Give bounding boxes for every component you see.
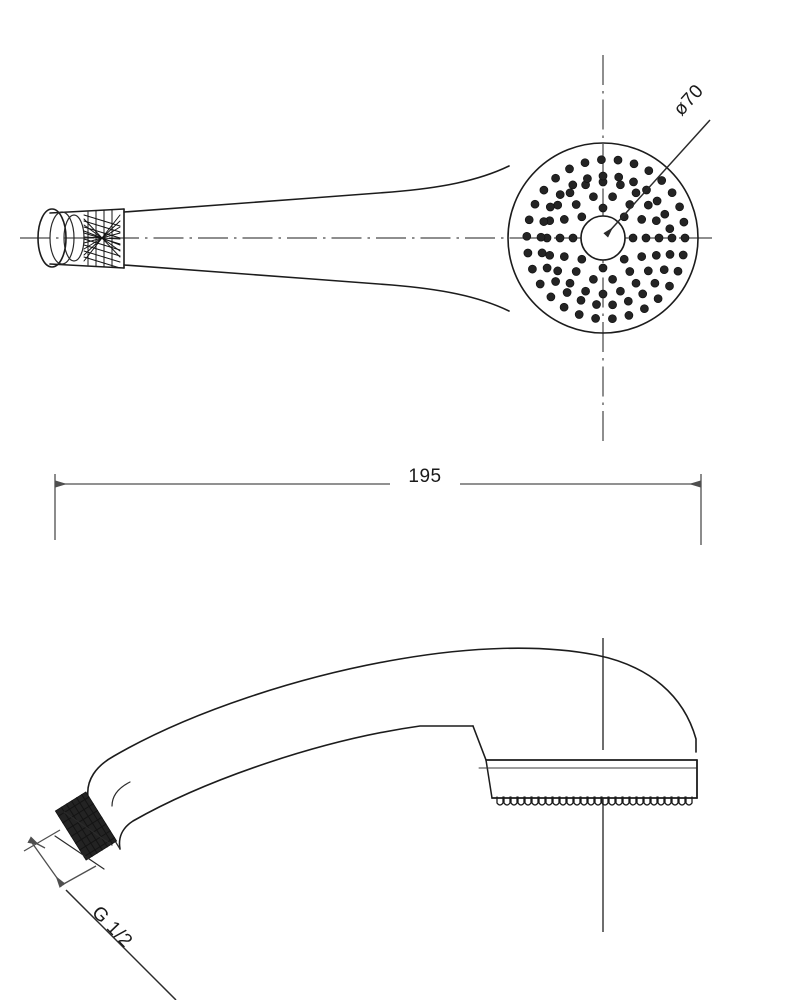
dimension-diameter-label: ø70 [670, 81, 709, 121]
dimension-diameter-leader [603, 119, 711, 238]
side-view-nozzle-teeth [496, 796, 693, 806]
top-view-handle-body [123, 165, 510, 312]
top-view-center-hub [580, 215, 626, 261]
top-view-thread-hatching [83, 209, 121, 269]
thread-dimension-arrow-upper [27, 836, 46, 849]
side-view-spray-face [478, 759, 698, 806]
thread-dimension-extension-upper [23, 829, 61, 852]
thread-size-dimension [23, 829, 177, 1000]
side-view-body-outline [87, 647, 697, 850]
side-view-threaded-inlet [54, 791, 118, 870]
thread-size-label: G 1/2 [87, 902, 136, 952]
top-view-nozzle-holes [522, 155, 690, 324]
thread-dimension-arrow-lower [29, 839, 66, 888]
top-view: ø70 [20, 55, 712, 442]
overall-length-label: 195 [408, 466, 441, 487]
thread-dimension-extension-lower [59, 865, 97, 887]
side-view: G 1/2 [23, 638, 698, 1000]
top-view-threaded-connector [37, 208, 125, 269]
overall-length-dimension: 195 [54, 466, 702, 545]
top-view-spray-face [507, 142, 699, 334]
thread-size-leader-line [65, 889, 177, 1000]
